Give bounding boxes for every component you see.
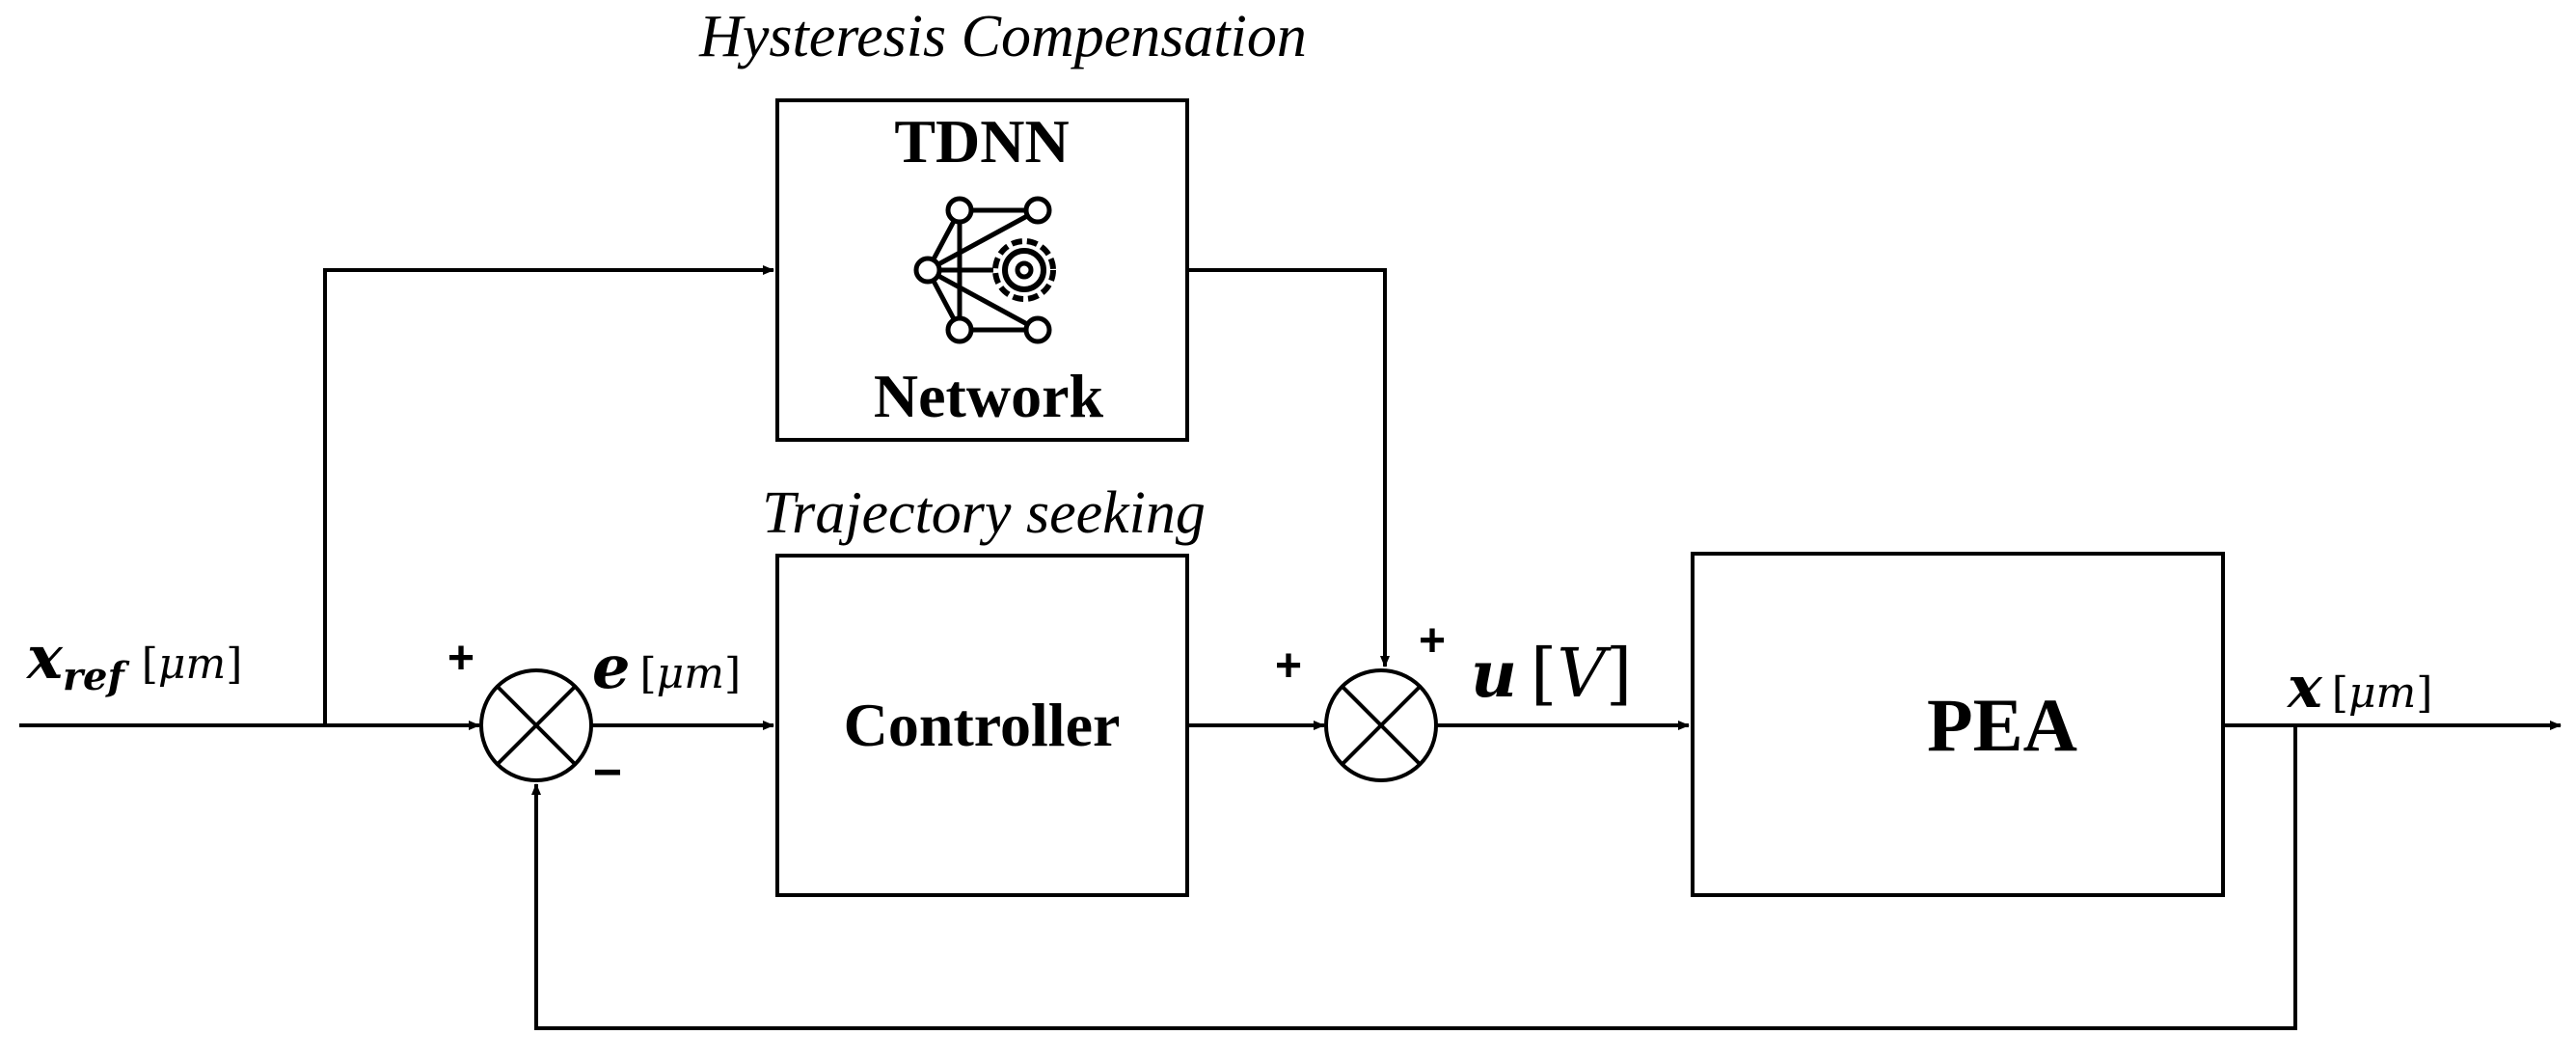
network-label: Network [874, 362, 1104, 430]
controller-label: Controller [844, 691, 1121, 759]
sum1-minus-sign: − [593, 745, 622, 801]
trajectory-seeking-caption: Trajectory seeking [762, 480, 1206, 546]
hysteresis-compensation-caption: Hysteresis Compensation [698, 4, 1307, 69]
feedback-line [531, 725, 2297, 1030]
error-signal-label: e[μm] [592, 632, 741, 702]
summing-junction-2 [1324, 668, 1438, 782]
tdnn-label: TDNN [894, 107, 1069, 176]
sum2-plus-top-sign: + [1419, 615, 1446, 667]
sum1-plus-sign: + [447, 633, 475, 684]
feedforward-branch [323, 265, 774, 725]
pea-label: PEA [1927, 683, 2077, 767]
sum2-plus-left-sign: + [1275, 640, 1302, 692]
output-signal-label: x[μm] [2286, 654, 2432, 722]
xref-label: xref[μm] [25, 622, 242, 699]
neural-network-gear-icon [913, 196, 1056, 344]
signal-lines [19, 265, 2562, 1030]
summing-junction-1 [479, 668, 593, 782]
tdnn-output-line [1187, 268, 1390, 667]
control-signal-label: u[V] [1471, 634, 1632, 713]
